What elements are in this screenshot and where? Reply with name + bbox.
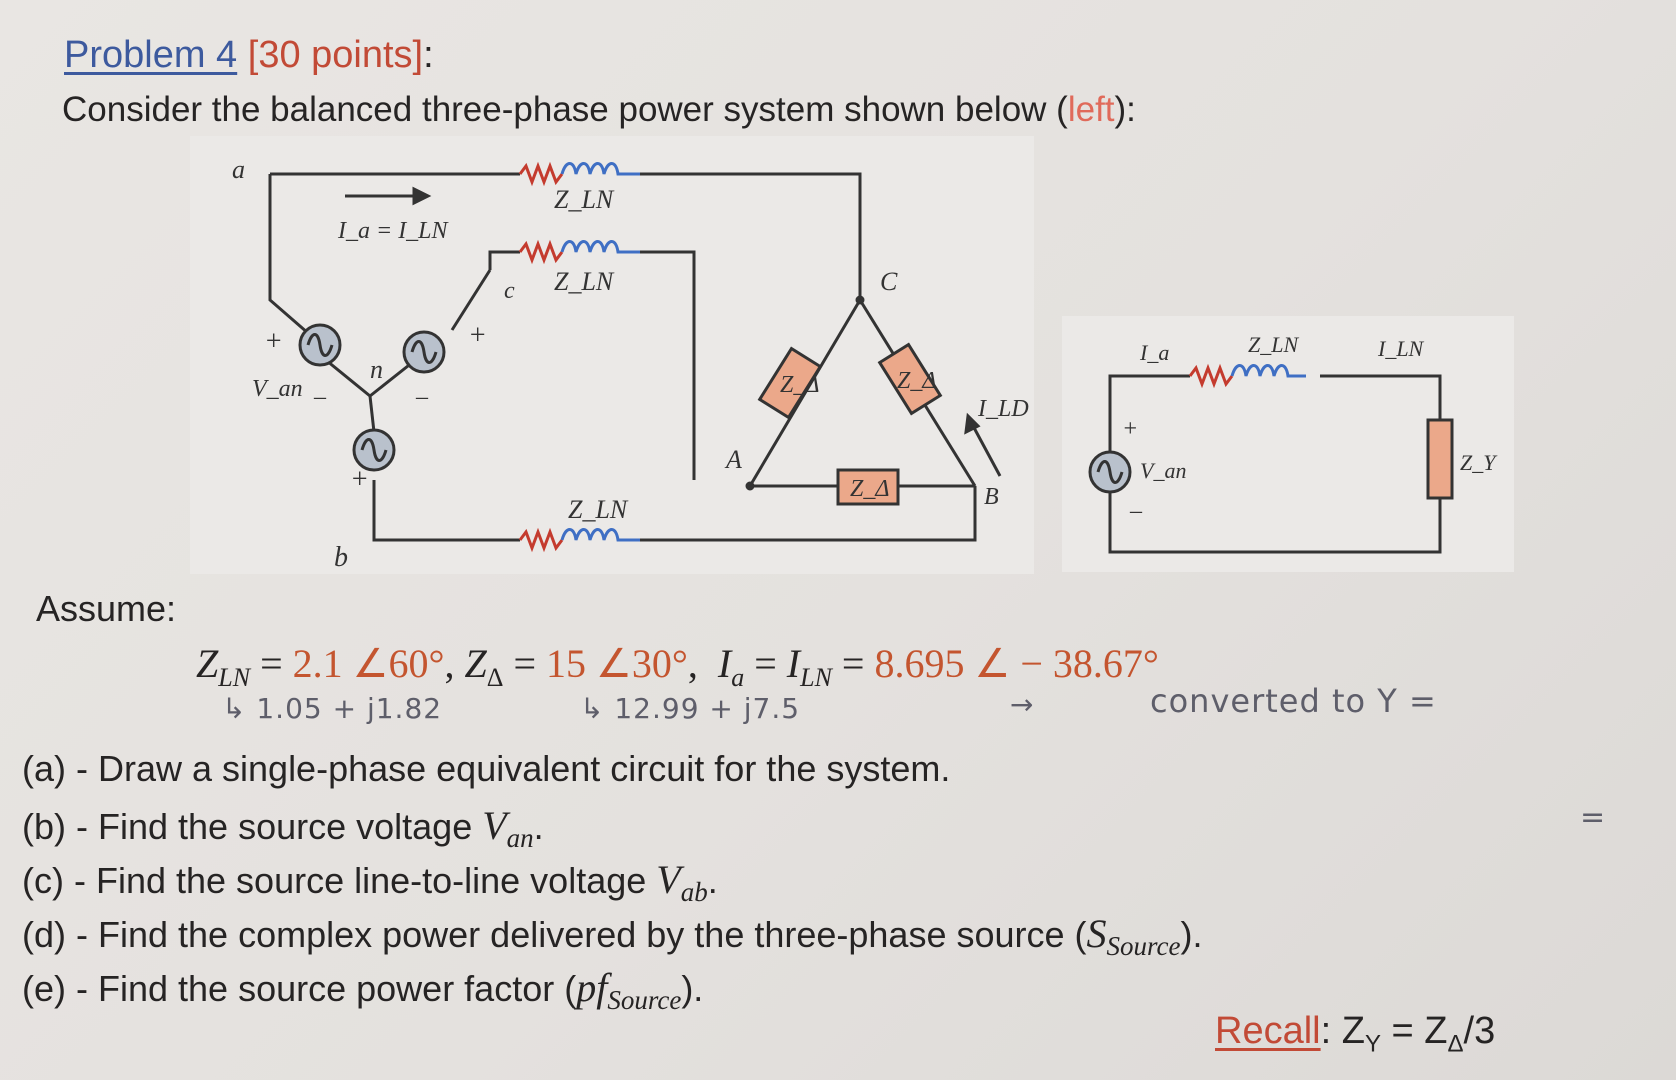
sp-label-zy: Z_Y: [1460, 450, 1498, 475]
zln-inductor-a: [560, 162, 640, 176]
label-node-b: b: [334, 542, 348, 573]
assume-label: Assume:: [36, 588, 177, 629]
zdelta-box-AB: [836, 468, 900, 506]
label-plus-c: +: [468, 320, 487, 351]
sp-zy-box: [1426, 418, 1454, 500]
zdelta-box-CB: [877, 342, 943, 416]
label-node-B: B: [984, 484, 999, 510]
question-e: (e) - Find the source power factor (pfSo…: [22, 965, 704, 1016]
zln-resistor-b: [518, 527, 564, 553]
wire-b-right: [640, 486, 977, 542]
label-node-n: n: [370, 355, 383, 384]
label-minus-a: –: [313, 384, 327, 410]
label-node-c: c: [504, 278, 515, 304]
wire-a-source: [268, 174, 317, 342]
sp-label-minus: –: [1129, 498, 1143, 524]
label-ild: I_LD: [977, 396, 1029, 422]
label-minus-c: –: [415, 384, 429, 410]
zln-resistor-c: [518, 239, 564, 265]
label-plus-b: +: [350, 464, 369, 495]
sp-label-iln: I_LN: [1377, 336, 1425, 361]
question-a: (a) - Draw a single-phase equivalent cir…: [22, 748, 951, 789]
handwritten-arrow: →: [1010, 688, 1035, 721]
wire-a-to-C: [640, 172, 862, 300]
label-node-C: C: [880, 267, 898, 296]
zdelta-box-CA: [757, 346, 823, 420]
wire-b-left: [372, 480, 520, 542]
sp-wire-top-right: [1320, 374, 1442, 420]
label-node-a: a: [232, 155, 245, 184]
label-zln-a: Z_LN: [554, 185, 615, 214]
question-c: (c) - Find the source line-to-line volta…: [22, 857, 718, 908]
sp-label-van: V_an: [1140, 458, 1186, 483]
zln-resistor-a: [518, 161, 564, 187]
problem-intro: Consider the balanced three-phase power …: [62, 90, 1136, 129]
label-zdelta-CB: Z_Δ: [897, 368, 936, 394]
sp-wire-top-left: [1108, 374, 1190, 452]
arrow-icon: [412, 186, 432, 206]
label-current-ia: I_a = I_LN: [337, 218, 450, 244]
question-b: (b) - Find the source voltage Van.: [22, 803, 544, 854]
label-zln-b: Z_LN: [568, 495, 629, 524]
sp-label-zln: Z_LN: [1248, 332, 1299, 357]
zln-inductor-b: [560, 528, 640, 542]
sp-wire-bottom: [1108, 492, 1442, 554]
sp-label-plus: +: [1122, 416, 1138, 442]
problem-title: Problem 4 [30 points]:: [64, 34, 434, 76]
label-node-A: A: [724, 445, 742, 474]
wire-c-source: [450, 269, 492, 331]
sp-label-ia: I_a: [1139, 340, 1169, 365]
sp-zln-resistor: [1188, 363, 1234, 389]
question-d: (d) - Find the complex power delivered b…: [22, 911, 1203, 962]
handwritten-converted: converted to Y =: [1150, 682, 1437, 720]
arrow-icon: [964, 412, 981, 435]
wire-c-to-A: [640, 250, 696, 480]
recall-note: Recall: ZY = ZΔ/3: [1215, 1010, 1496, 1058]
sp-zln-inductor: [1230, 364, 1306, 378]
handwritten-zln-rect: ↳ 1.05 + j1.82: [222, 692, 443, 725]
label-zdelta-CA: Z_Δ: [780, 372, 819, 398]
wye-neutral-b: [368, 395, 376, 433]
label-zln-c: Z_LN: [554, 267, 615, 296]
handwritten-margin-equals: =: [1580, 800, 1607, 835]
zln-inductor-c: [560, 240, 640, 254]
handwritten-zdelta-rect: ↳ 12.99 + j7.5: [580, 692, 801, 725]
label-van: V_an: [252, 376, 303, 402]
label-plus-a: +: [264, 326, 283, 357]
wire-c-top: [488, 250, 520, 270]
given-values: ZLN = 2.1 ∠60°, ZΔ = 15 ∠30°, Ia = ILN =…: [196, 641, 1159, 692]
label-zdelta-AB: Z_Δ: [850, 476, 889, 502]
